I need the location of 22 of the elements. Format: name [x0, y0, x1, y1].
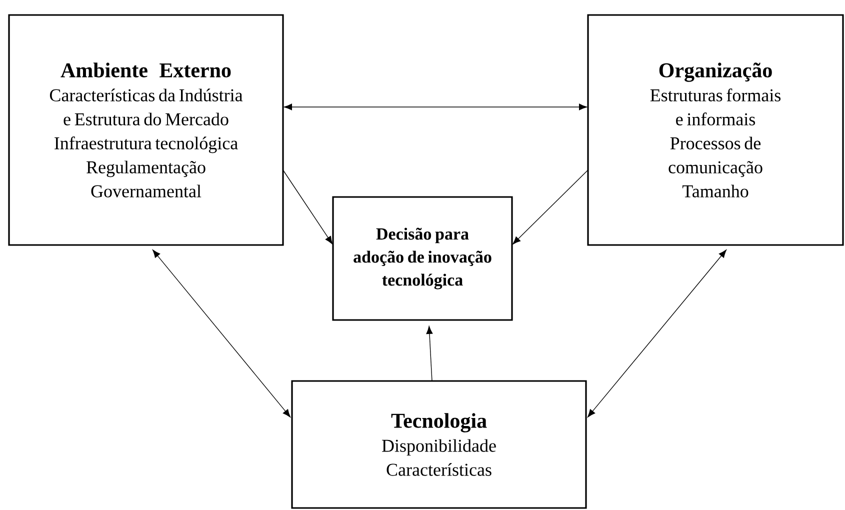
- box-text: Estruturas formais e informais: [650, 88, 780, 126]
- arrow: [284, 104, 587, 110]
- box-text: Características: [386, 463, 492, 476]
- arrow: [512, 170, 588, 244]
- box-text: Processos de comunicação: [668, 136, 762, 178]
- box-heading: Ambiente Externo: [60, 62, 231, 78]
- arrow: [282, 170, 333, 244]
- box-text: Disponibilidade: [382, 439, 496, 456]
- box-heading: Organização: [659, 62, 772, 82]
- concept-box: [587, 14, 844, 246]
- concept-box: [332, 196, 513, 321]
- box-text: Tamanho: [682, 184, 748, 198]
- box-text: Características da Indústria e Estrutura do Mercado: [50, 88, 243, 126]
- arrow: [588, 250, 726, 418]
- box-heading: Tecnologia: [391, 413, 487, 432]
- arrow: [426, 326, 433, 382]
- box-text: Infraestrutura tecnológica: [54, 136, 238, 154]
- box-text: Decisão para adoção de inovação tecnológica: [354, 228, 492, 290]
- arrow: [152, 250, 290, 418]
- concept-box: [8, 14, 284, 246]
- concept-box: [291, 380, 587, 509]
- box-text: Regulamentação Governamental: [86, 160, 206, 198]
